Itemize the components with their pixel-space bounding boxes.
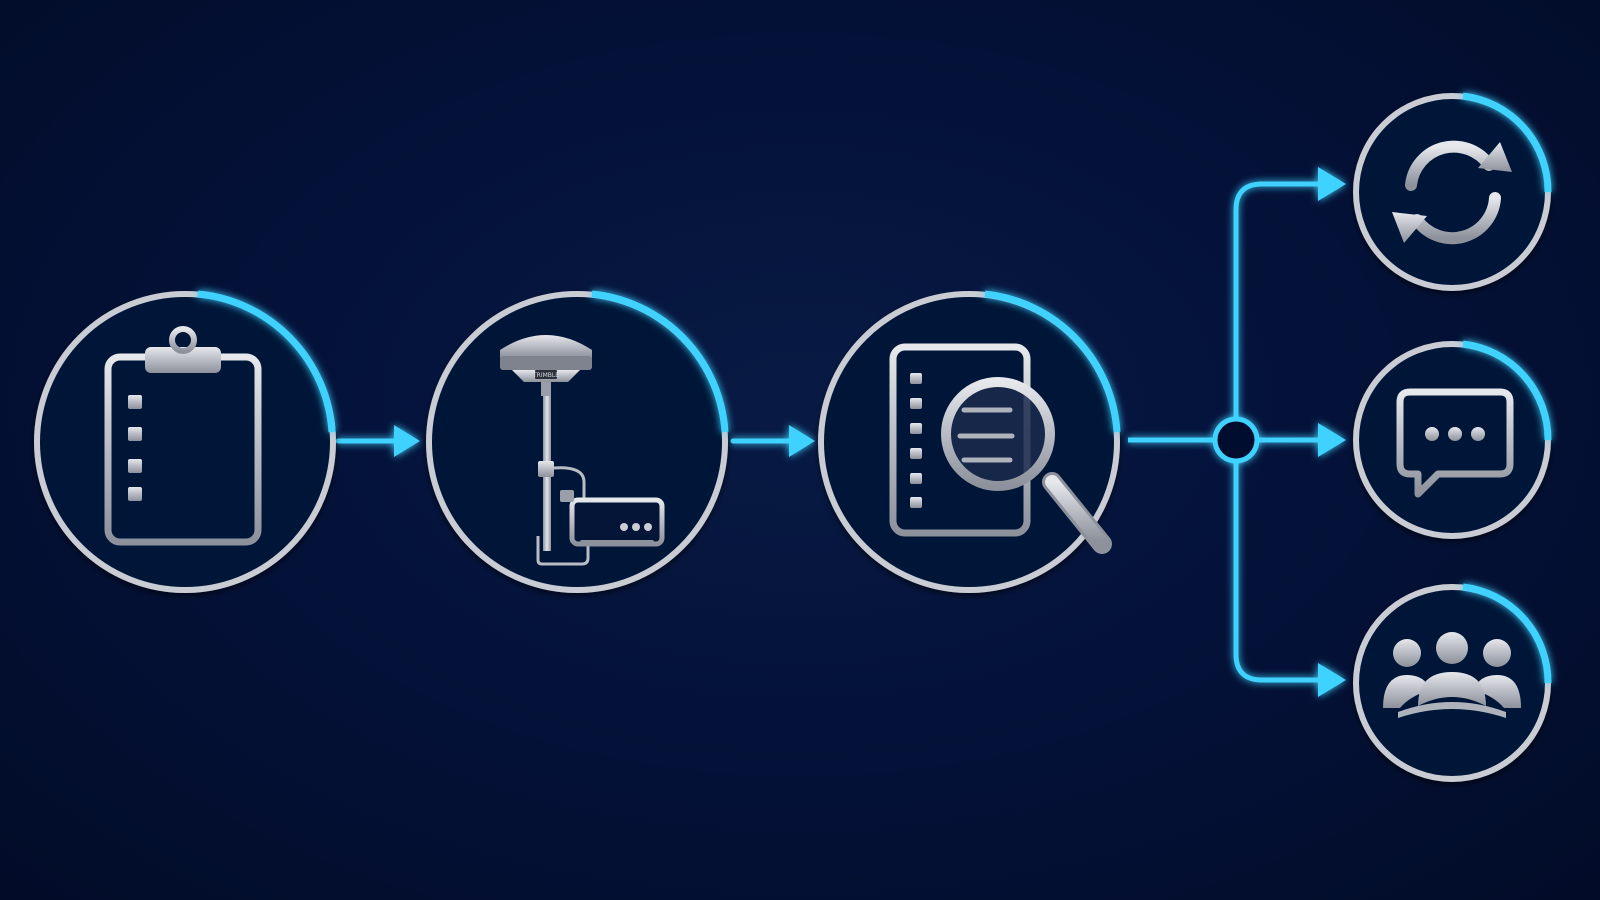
arrowhead-outcome-1 bbox=[1318, 167, 1346, 201]
gnss-survey-pole-receiver-icon: TRIMBLE bbox=[500, 335, 665, 566]
step-1-progress-arc bbox=[197, 290, 336, 433]
branch-connector bbox=[1128, 167, 1346, 697]
arrowhead-outcome-3 bbox=[1318, 663, 1346, 697]
clipboard-checklist-icon bbox=[104, 326, 262, 546]
outcome-3-node bbox=[1353, 583, 1552, 782]
chat-bubble-icon bbox=[1396, 388, 1514, 498]
outcome-1-node bbox=[1353, 92, 1552, 291]
step-2-node: TRIMBLE bbox=[426, 290, 729, 593]
step-3-progress-arc bbox=[984, 290, 1121, 433]
outcome-1-progress-arc bbox=[1462, 92, 1552, 193]
document-magnifier-icon bbox=[889, 343, 1112, 554]
receiver-brand-label: TRIMBLE bbox=[532, 372, 559, 379]
arrow-step1-to-step2 bbox=[335, 425, 420, 457]
refresh-cycle-icon bbox=[1392, 140, 1512, 245]
arrowhead-outcome-2 bbox=[1318, 423, 1346, 457]
step-3-node bbox=[818, 290, 1121, 593]
step-1-node bbox=[34, 290, 336, 593]
step-2-progress-arc bbox=[591, 290, 729, 433]
connectors bbox=[335, 167, 1346, 697]
outcome-2-node bbox=[1353, 340, 1552, 539]
branch-node bbox=[1212, 416, 1260, 464]
outcome-3-progress-arc bbox=[1462, 583, 1552, 684]
team-group-icon bbox=[1383, 632, 1521, 718]
arrow-step2-to-step3 bbox=[730, 425, 815, 457]
outcome-2-progress-arc bbox=[1462, 340, 1552, 441]
